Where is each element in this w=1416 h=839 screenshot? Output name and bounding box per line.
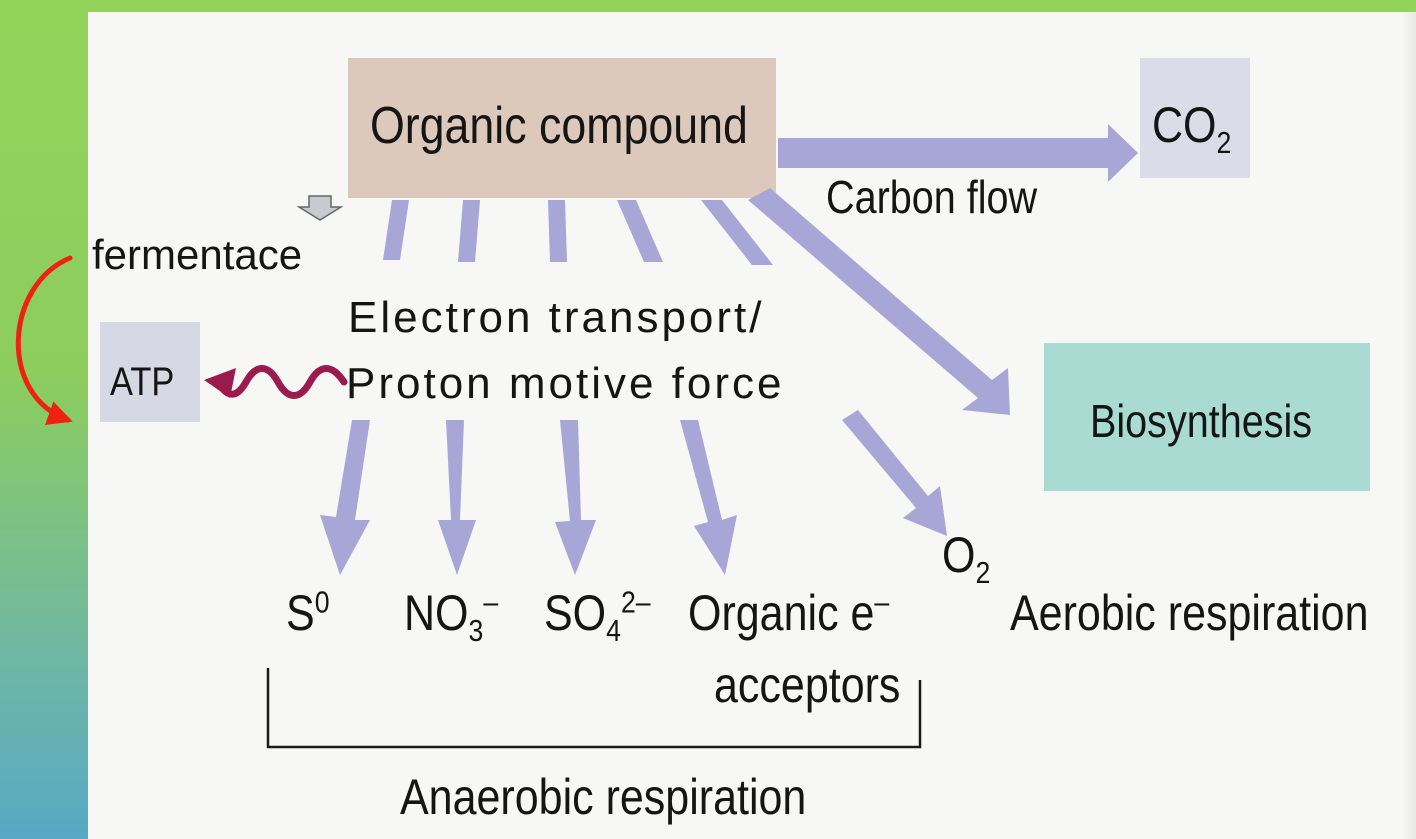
- upper-electron-bars: [383, 200, 773, 265]
- organic-compound-box: [348, 58, 776, 198]
- biosynthesis-label: Biosynthesis: [1090, 395, 1313, 447]
- o2-base: O: [942, 527, 976, 583]
- atp-box: [100, 322, 200, 422]
- fermentation-curve-arrow: [15, 255, 73, 426]
- proton-motive-force-label: Proton motive force: [346, 359, 785, 408]
- top-band: [0, 0, 1416, 12]
- so4-sub: 4: [606, 613, 621, 648]
- no3-base: NO: [404, 585, 469, 641]
- s0-sup: 0: [314, 584, 330, 620]
- arrow-to-no3: [438, 420, 476, 575]
- fermentace-label: fermentace: [92, 231, 303, 278]
- organic-compound-label: Organic compound: [370, 97, 748, 155]
- arrow-to-so4: [555, 420, 596, 575]
- carbon-flow-label: Carbon flow: [826, 171, 1038, 223]
- co2-label: CO2: [1152, 97, 1231, 158]
- acceptors-label: acceptors: [714, 657, 901, 713]
- anaerobic-bracket: [266, 668, 922, 749]
- s0-base: S: [286, 585, 315, 641]
- no3-label: NO3–: [404, 585, 498, 646]
- atp-label: ATP: [110, 360, 175, 404]
- upper-bar-2: [458, 200, 480, 262]
- biosynthesis-arrow: [748, 188, 1010, 415]
- upper-bar-1: [383, 200, 409, 260]
- upper-bar-3: [548, 200, 567, 262]
- so4-base: SO: [544, 585, 607, 641]
- atp-wave-arrow: [218, 365, 348, 399]
- aerobic-respiration-label: Aerobic respiration: [1010, 585, 1369, 641]
- no3-sub: 3: [468, 613, 484, 648]
- organic-e-base: Organic e: [688, 585, 875, 641]
- organic-e-label: Organic e–: [688, 585, 889, 641]
- co2-box: [1140, 58, 1250, 178]
- o2-label: O2: [942, 527, 990, 588]
- so4-label: SO42–: [544, 585, 651, 646]
- o2-sub: 2: [975, 555, 991, 590]
- arrow-to-s0: [320, 420, 370, 575]
- biosynthesis-box: [1044, 343, 1370, 491]
- carbon-flow-arrow: [778, 124, 1138, 182]
- electron-transport-label: Electron transport/: [348, 293, 765, 342]
- so4-sup: 2–: [620, 584, 651, 620]
- upper-bar-5: [701, 200, 773, 265]
- co2-base: CO: [1152, 97, 1217, 153]
- s0-label: S0: [286, 585, 330, 641]
- upper-bar-4: [617, 200, 663, 262]
- anaerobic-respiration-label: Anaerobic respiration: [400, 769, 807, 825]
- fermentation-down-arrow: [296, 195, 344, 221]
- atp-wave-arrowhead: [204, 368, 236, 398]
- lower-electron-arrows: [320, 410, 947, 575]
- organic-e-sup: –: [874, 584, 890, 620]
- arrow-to-organic-e: [680, 420, 737, 575]
- co2-sub: 2: [1216, 125, 1232, 160]
- sidebar-band: [0, 0, 88, 839]
- arrow-to-o2: [842, 410, 947, 536]
- no3-sup: –: [483, 584, 499, 620]
